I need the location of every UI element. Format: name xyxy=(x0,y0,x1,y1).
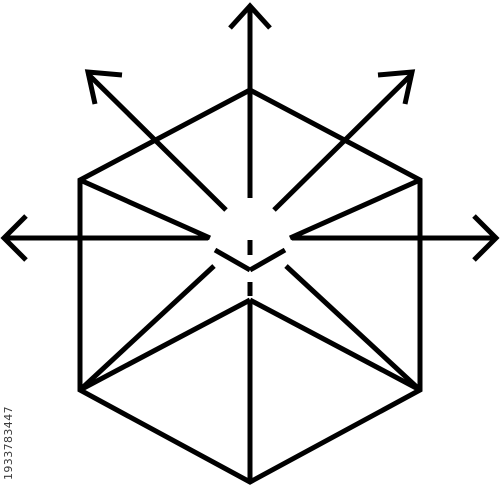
cube-lower-left-diagonal xyxy=(78,264,216,392)
cube-inner-left-edge xyxy=(213,247,252,273)
arrow-up-right-head xyxy=(377,69,416,105)
arrow-right-head xyxy=(472,214,500,262)
arrow-up-right-shaft xyxy=(272,72,414,212)
arrow-up-left-head xyxy=(84,69,123,105)
cube-lower-right-diagonal xyxy=(284,264,422,392)
cube-bottom-right-face xyxy=(248,297,422,393)
arrow-left-head xyxy=(0,214,28,262)
arrow-up-head xyxy=(228,2,272,30)
cube-inner-right-edge xyxy=(248,247,287,273)
stock-image-id-label: 1933783447 xyxy=(2,406,15,480)
arrow-up-left-shaft xyxy=(86,72,228,212)
cube-upper-left-edge xyxy=(78,177,212,241)
cube-upper-right-edge xyxy=(288,177,422,241)
cube-bottom-left-face xyxy=(78,297,252,393)
